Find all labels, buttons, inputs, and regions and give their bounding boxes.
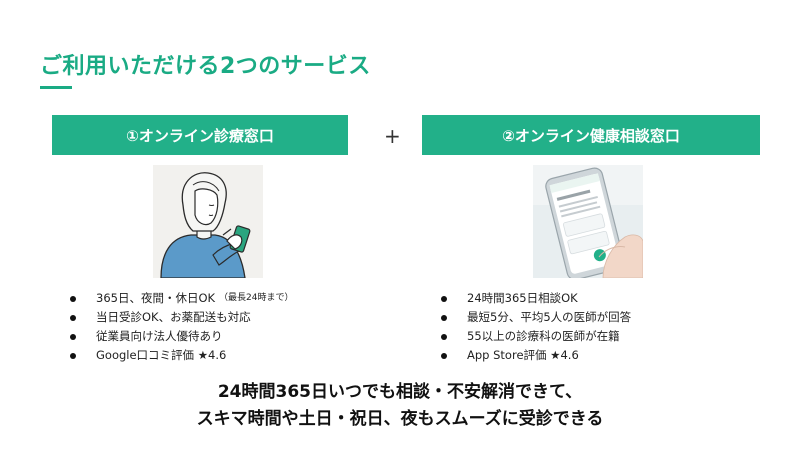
list-item: 55以上の診療科の医師が在籍: [441, 327, 631, 346]
bullet-icon: [70, 333, 76, 340]
feature-text: 当日受診OK、お薬配送も対応: [96, 310, 251, 324]
bullet-icon: [70, 352, 76, 359]
feature-text: Google口コミ評価 ★4.6: [96, 348, 227, 362]
feature-note: （最長24時まで）: [219, 293, 294, 303]
feature-text: 365日、夜間・休日OK: [96, 291, 216, 305]
service-2-header: ②オンライン健康相談窓口: [422, 115, 760, 155]
feature-text: 従業員向け法人優待あり: [96, 329, 223, 343]
feature-text: App Store評価 ★4.6: [467, 348, 579, 362]
summary-line-2: スキマ時間や土日・祝日、夜もスムーズに受診できる: [196, 409, 604, 429]
service-2-features: 24時間365日相談OK 最短5分、平均5人の医師が回答 55以上の診療科の医師…: [441, 289, 631, 365]
list-item: App Store評価 ★4.6: [441, 346, 631, 365]
page-title: ご利用いただける2つのサービス: [40, 54, 371, 79]
list-item: 365日、夜間・休日OK （最長24時まで）: [70, 289, 294, 308]
feature-text: 最短5分、平均5人の医師が回答: [467, 310, 632, 324]
bullet-icon: [441, 314, 447, 321]
feature-text: 55以上の診療科の医師が在籍: [467, 329, 620, 343]
hand-holding-smartphone-photo: [533, 165, 643, 278]
service-1-features: 365日、夜間・休日OK （最長24時まで） 当日受診OK、お薬配送も対応 従業…: [70, 289, 294, 365]
list-item: Google口コミ評価 ★4.6: [70, 346, 294, 365]
bullet-icon: [70, 314, 76, 321]
list-item: 24時間365日相談OK: [441, 289, 631, 308]
bullet-icon: [441, 352, 447, 359]
woman-using-smartphone-illustration: [153, 165, 263, 278]
bullet-icon: [441, 295, 447, 302]
list-item: 最短5分、平均5人の医師が回答: [441, 308, 631, 327]
bullet-icon: [441, 333, 447, 340]
plus-sign: +: [384, 124, 401, 148]
list-item: 従業員向け法人優待あり: [70, 327, 294, 346]
feature-text: 24時間365日相談OK: [467, 291, 578, 305]
list-item: 当日受診OK、お薬配送も対応: [70, 308, 294, 327]
title-underline: [40, 86, 72, 89]
summary-line-1: 24時間365日いつでも相談・不安解消できて、: [217, 382, 583, 402]
bullet-icon: [70, 295, 76, 302]
service-1-header: ①オンライン診療窓口: [52, 115, 348, 155]
